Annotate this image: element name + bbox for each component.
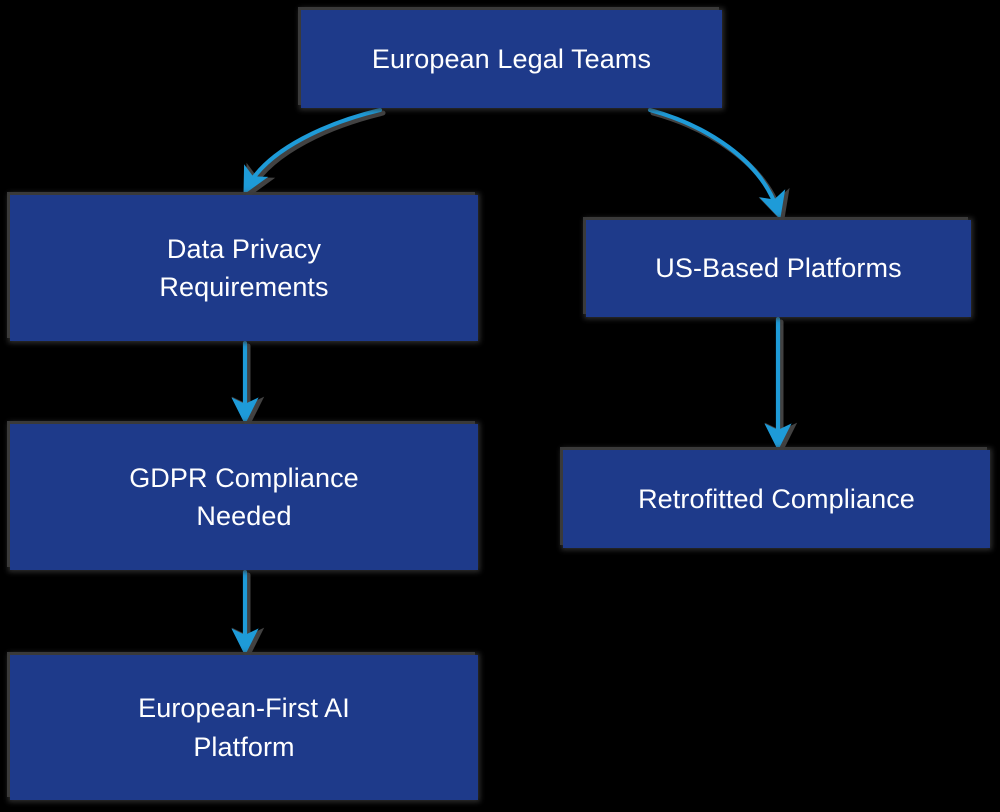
edge-n1-n2[interactable]: [243, 107, 383, 195]
node-retrofitted-compliance[interactable]: Retrofitted Compliance: [563, 450, 990, 548]
node-us-based-platforms[interactable]: US-Based Platforms: [586, 220, 971, 317]
node-european-legal-teams[interactable]: European Legal Teams: [301, 10, 722, 108]
edge-n1-n3[interactable]: [647, 107, 786, 220]
node-data-privacy-requirements[interactable]: Data Privacy Requirements: [10, 195, 478, 341]
node-european-first-ai-platform[interactable]: European-First AI Platform: [10, 655, 478, 800]
edge-shadows: [231, 110, 798, 661]
edge-shadow-n1-n3: [650, 110, 790, 224]
edge-shadow-n1-n2: [245, 110, 386, 199]
node-gdpr-compliance-needed[interactable]: GDPR Compliance Needed: [10, 424, 478, 570]
